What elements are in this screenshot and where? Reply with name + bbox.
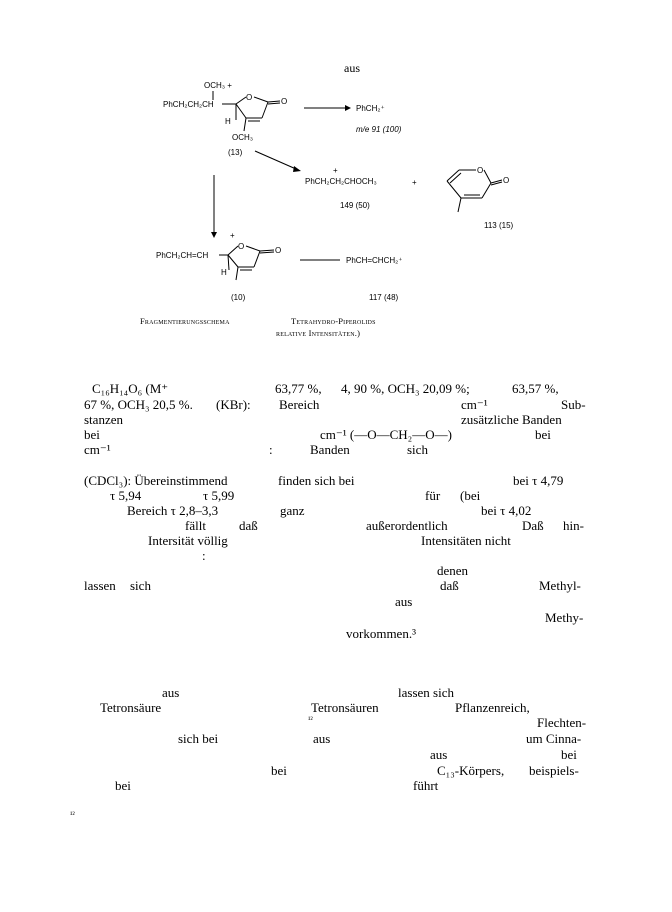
mid-label-10: (10) <box>231 293 246 302</box>
body-text: sich <box>407 442 428 457</box>
body-text: τ 5,99 <box>203 488 235 503</box>
mid-formula: PhCH₂CH=CH <box>156 251 208 260</box>
body-text: zusätzliche Banden <box>461 412 562 427</box>
body-text: daß <box>239 518 258 533</box>
body-text: lassen <box>84 578 116 593</box>
top-label-13: (13) <box>228 148 243 157</box>
body-text: Banden <box>310 442 350 457</box>
mid-h: H <box>221 268 227 277</box>
body-text: 63,57 %, <box>512 381 559 396</box>
body-text: finden sich bei <box>278 473 355 488</box>
prod2-sum-plus: + <box>412 178 417 187</box>
body-text: Daß <box>522 518 544 533</box>
body-text: Flechten- <box>537 715 587 730</box>
body-text: beispiels- <box>529 763 579 778</box>
body-text: außerordentlich <box>366 518 448 533</box>
body-text: Bereich <box>279 397 320 412</box>
prod1-formula: PhCH₂⁺ <box>356 104 385 113</box>
top-och3: OCH₃ <box>232 133 253 142</box>
prod2-label: 149 (50) <box>340 201 370 210</box>
body-text: : <box>202 548 206 563</box>
body-text: bei <box>84 427 100 442</box>
top-h: H <box>225 117 231 126</box>
body-text: cm⁻¹ <box>84 442 111 457</box>
body-text: um Cinna- <box>526 731 582 746</box>
body-text: fällt <box>185 518 206 533</box>
body-text: lassen sich <box>398 685 454 700</box>
body-text: τ 5,94 <box>110 488 142 503</box>
top-ring-oxygen: O <box>246 93 252 102</box>
prod4-formula: PhCH=CHCH₂⁺ <box>346 256 402 265</box>
body-text: C₁₆H₁₄O₆ (M⁺ <box>92 381 169 396</box>
body-text: ganz <box>280 503 305 518</box>
prod2-formula: PhCH₂CH₂CHOCH₃ <box>305 177 377 186</box>
body-text: cm⁻¹ <box>461 397 488 412</box>
body-text: führt <box>413 778 439 793</box>
body-text: denen <box>437 563 469 578</box>
body-text: (bei <box>460 488 481 503</box>
body-text: für <box>425 488 441 503</box>
top-carbonyl-o: O <box>281 97 287 106</box>
body-text: bei <box>561 747 577 762</box>
body-text: vorkommen.³ <box>346 626 416 641</box>
body-text: Tetronsäure <box>100 700 162 715</box>
body-text: stanzen <box>84 412 123 427</box>
caption-right-line1: Tetrahydro-Piperolids <box>291 316 376 326</box>
body-text: aus <box>162 685 180 700</box>
mid-carbonyl-o: O <box>275 246 281 255</box>
prod4-label: 117 (48) <box>369 293 399 302</box>
body-text: (KBr): <box>216 397 251 412</box>
body-text: daß <box>440 578 459 593</box>
body-text: Intensitäten nicht <box>421 533 511 548</box>
header-aus: aus <box>344 61 360 75</box>
body-text: bei <box>535 427 551 442</box>
body-text: aus <box>395 594 413 609</box>
caption-left: Fragmentierungsschema <box>140 316 230 326</box>
body-text: 4, 90 %, OCH₃ 20,09 %; <box>341 381 470 396</box>
top-chain: PhCH₂CH₂CH <box>163 100 214 109</box>
body-text: Methyl- <box>539 578 581 593</box>
fragmentation-scheme: OCH₃ + PhCH₂CH₂CH O O H OCH₃ (13) PhCH₂⁺… <box>156 81 514 302</box>
prod2-plus: + <box>333 166 338 175</box>
body-text: aus <box>430 747 448 762</box>
body-text: aus <box>313 731 331 746</box>
footnote-number: ¹² <box>70 810 75 819</box>
body-text: : <box>269 442 273 457</box>
body-text: Methy- <box>545 610 584 625</box>
body-text: bei <box>271 763 287 778</box>
prod3-carbonyl-o: O <box>503 176 509 185</box>
body-text: C₁₃-Körpers, <box>437 763 505 778</box>
body-text: cm⁻¹ (—O—CH₂—O—) <box>320 427 452 442</box>
body-text: Pflanzenreich, <box>455 700 530 715</box>
footnote-ref: ¹² <box>308 715 313 724</box>
body-text: bei <box>115 778 131 793</box>
body-text: bei τ 4,02 <box>481 503 532 518</box>
body-text: sich bei <box>178 731 219 746</box>
prod3-label: 113 (15) <box>484 221 514 230</box>
top-och3-plus: OCH₃ + <box>204 81 232 90</box>
prod3-ring-o: O <box>477 166 483 175</box>
body-text: hin- <box>563 518 584 533</box>
mid-plus: + <box>230 231 235 240</box>
caption-right-line2: relative Intensitäten.) <box>276 328 361 338</box>
mid-ring-o: O <box>238 242 244 251</box>
body-text: Bereich τ 2,8–3,3 <box>127 503 219 518</box>
prod1-label: m/e 91 (100) <box>356 125 402 134</box>
body-text: bei τ 4,79 <box>513 473 564 488</box>
body-text: sich <box>130 578 151 593</box>
body-text: 63,77 %, <box>275 381 322 396</box>
body-text: Tetronsäuren <box>311 700 379 715</box>
body-text: 67 %, OCH₃ 20,5 %. <box>84 397 193 412</box>
body-text: Intersität völlig <box>148 533 228 548</box>
body-text: Sub- <box>561 397 586 412</box>
body-text: (CDCl₃): Übereinstimmend <box>84 473 228 488</box>
